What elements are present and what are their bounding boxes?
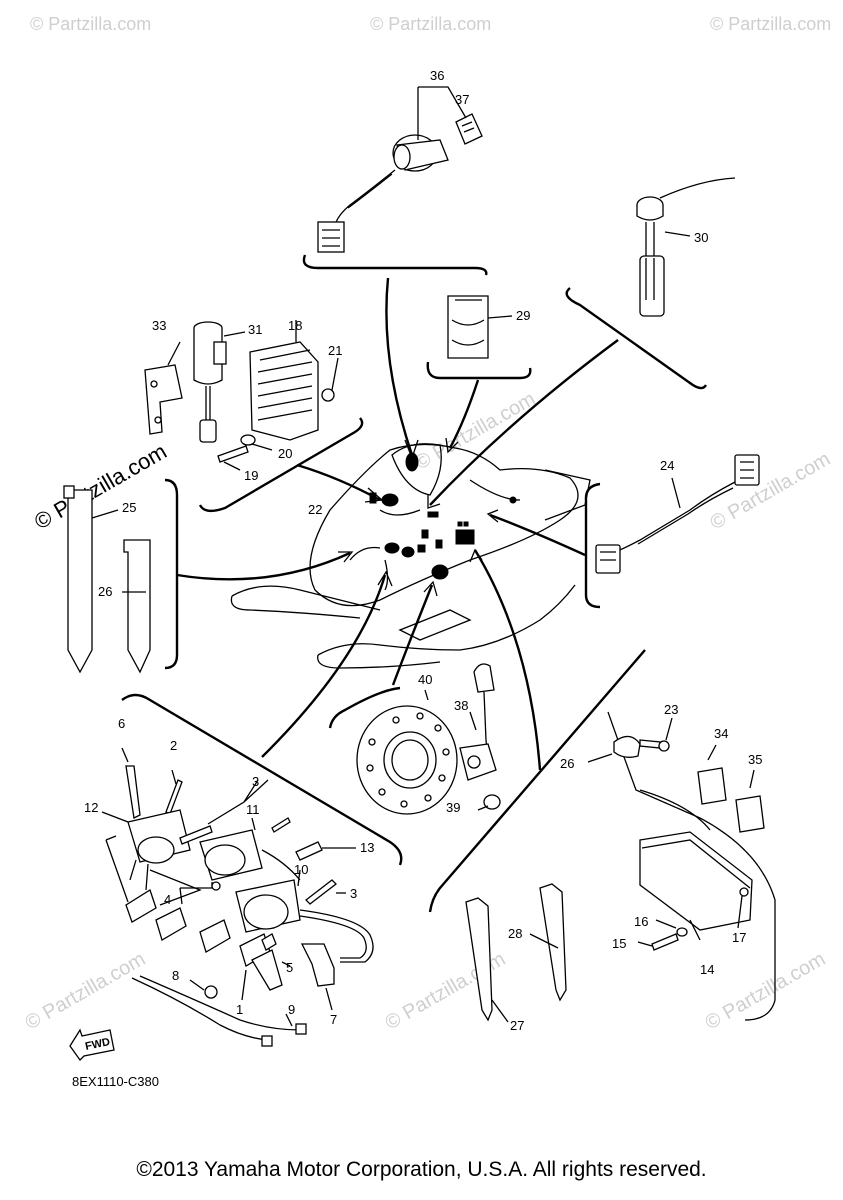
watermark: © Partzilla.com [30, 439, 171, 535]
callout-29: 29 [516, 308, 530, 323]
callout-8: 8 [172, 968, 179, 983]
callout-labels: 36 37 30 29 33 31 18 21 20 19 22 24 25 2… [84, 68, 762, 1033]
callout-1: 1 [236, 1002, 243, 1017]
callout-22: 22 [308, 502, 322, 517]
callout-11: 11 [246, 802, 260, 817]
copyright-notice: ©2013 Yamaha Motor Corporation, U.S.A. A… [136, 1158, 707, 1181]
callout-25: 25 [122, 500, 136, 515]
callout-12: 12 [84, 800, 98, 815]
callout-5: 5 [286, 960, 293, 975]
callout-24: 24 [660, 458, 674, 473]
callout-30: 30 [694, 230, 708, 245]
forward-arrow-icon: FWD [69, 1028, 115, 1062]
callout-26-right: 26 [560, 756, 574, 771]
callout-16: 16 [634, 914, 648, 929]
ecu-group [428, 649, 776, 1023]
callout-35: 35 [748, 752, 762, 767]
callout-4: 4 [164, 892, 171, 907]
callout-39: 39 [446, 800, 460, 815]
watermark: © Partzilla.com [22, 948, 150, 1034]
callout-37: 37 [455, 92, 469, 107]
callout-6: 6 [118, 716, 125, 731]
callout-18: 18 [288, 318, 302, 333]
callout-3-top: 3 [252, 774, 259, 789]
callout-23: 23 [664, 702, 678, 717]
rotor-group [328, 663, 501, 815]
watermark: © Partzilla.com [710, 14, 831, 34]
diagram-code: 8EX1110-C380 [72, 1074, 159, 1089]
callout-34: 34 [714, 726, 728, 741]
harness-24-group [584, 454, 760, 609]
callout-40: 40 [418, 672, 432, 687]
callout-28: 28 [508, 926, 522, 941]
clamp-29-group [426, 295, 532, 380]
watermark: © Partzilla.com [702, 948, 830, 1034]
callout-7: 7 [330, 1012, 337, 1027]
ignition-coil-group [101, 693, 403, 1047]
callout-2: 2 [170, 738, 177, 753]
plug-30-group [565, 177, 736, 390]
callout-27: 27 [510, 1018, 524, 1033]
fwd-label: FWD [84, 1036, 111, 1053]
watermark: © Partzilla.com [412, 388, 540, 474]
callout-20: 20 [278, 446, 292, 461]
callout-19: 19 [244, 468, 258, 483]
callout-9: 9 [288, 1002, 295, 1017]
callout-15: 15 [612, 936, 626, 951]
rectifier-group [144, 320, 364, 513]
callout-10: 10 [294, 862, 308, 877]
callout-17: 17 [732, 930, 746, 945]
leader-curves [176, 277, 619, 771]
callout-38: 38 [454, 698, 468, 713]
callout-21: 21 [328, 343, 342, 358]
callout-13: 13 [360, 840, 374, 855]
main-switch-group [302, 86, 488, 276]
callout-26-left: 26 [98, 584, 112, 599]
callout-31: 31 [248, 322, 262, 337]
callout-36: 36 [430, 68, 444, 83]
watermark: © Partzilla.com [30, 14, 151, 34]
callout-33: 33 [152, 318, 166, 333]
callout-3-right: 3 [350, 886, 357, 901]
callout-14: 14 [700, 962, 714, 977]
snowmobile [230, 443, 591, 669]
watermark: © Partzilla.com [370, 14, 491, 34]
band-group [63, 478, 179, 674]
